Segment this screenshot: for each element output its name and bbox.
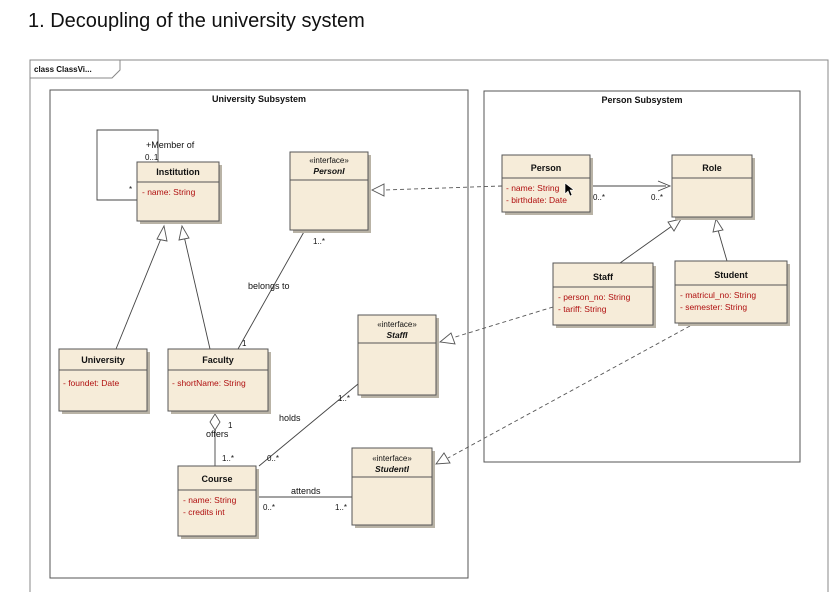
personi-name: PersonI bbox=[313, 166, 345, 176]
class-student[interactable]: Student - matricul_no: String - semester… bbox=[674, 260, 790, 326]
member-of-multiplicity: 0..1 bbox=[145, 153, 159, 162]
class-faculty[interactable]: Faculty - shortName: String bbox=[167, 348, 271, 414]
institution-name: Institution bbox=[156, 167, 200, 177]
role-name: Role bbox=[702, 163, 722, 173]
member-of-star: * bbox=[129, 185, 132, 194]
faculty-name: Faculty bbox=[202, 355, 234, 365]
frame-label: class ClassVi... bbox=[34, 65, 92, 74]
student-attr-matricul: - matricul_no: String bbox=[680, 290, 756, 300]
attends-association: attends 0..* 1..* bbox=[259, 486, 352, 512]
belongs-to-mult-top: 1..* bbox=[313, 237, 325, 246]
class-course[interactable]: Course - name: String - credits int bbox=[177, 465, 259, 539]
attends-label: attends bbox=[291, 486, 321, 496]
offers-mult-course: 1..* bbox=[222, 454, 234, 463]
student-name: Student bbox=[714, 270, 748, 280]
belongs-to-label: belongs to bbox=[248, 281, 290, 291]
student-realization bbox=[435, 325, 691, 465]
university-attr: - foundet: Date bbox=[63, 378, 120, 388]
student-attr-semester: - semester: String bbox=[680, 302, 747, 312]
mouse-cursor-icon bbox=[564, 182, 575, 197]
university-generalization bbox=[115, 224, 168, 350]
staffi-stereotype: «interface» bbox=[377, 320, 417, 329]
student-generalization bbox=[712, 217, 728, 262]
interface-staffi[interactable]: «interface» StaffI bbox=[357, 314, 439, 398]
staff-name: Staff bbox=[593, 272, 614, 282]
person-subsystem-package: Person Subsystem bbox=[483, 90, 801, 463]
staff-attr-tariff: - tariff: String bbox=[558, 304, 607, 314]
personi-stereotype: «interface» bbox=[309, 156, 349, 165]
studenti-name: StudentI bbox=[375, 464, 410, 474]
institution-attr: - name: String bbox=[142, 187, 196, 197]
class-role[interactable]: Role bbox=[671, 154, 755, 220]
course-attr-credits: - credits int bbox=[183, 507, 225, 517]
belongs-to-mult-bottom: 1 bbox=[242, 339, 247, 348]
interface-studenti[interactable]: «interface» StudentI bbox=[351, 447, 435, 528]
person-attr-name: - name: String bbox=[506, 183, 560, 193]
offers-mult-faculty: 1 bbox=[228, 421, 233, 430]
belongs-to-association: 1..* belongs to 1 bbox=[237, 229, 325, 350]
person-name: Person bbox=[531, 163, 562, 173]
person-subsystem-title: Person Subsystem bbox=[601, 95, 682, 105]
staff-generalization bbox=[619, 218, 682, 264]
offers-aggregation: 1 offers 1..* bbox=[206, 413, 234, 466]
class-institution[interactable]: Institution - name: String bbox=[136, 161, 222, 224]
class-staff[interactable]: Staff - person_no: String - tariff: Stri… bbox=[552, 262, 656, 328]
class-person[interactable]: Person - name: String - birthdate: Date bbox=[501, 154, 593, 215]
university-name: University bbox=[81, 355, 125, 365]
holds-mult-staff: 1..* bbox=[338, 394, 350, 403]
diagram-frame: class ClassVi... bbox=[29, 59, 829, 592]
class-university[interactable]: University - foundet: Date bbox=[58, 348, 150, 414]
member-of-label: +Member of bbox=[146, 140, 195, 150]
page-heading: 1. Decoupling of the university system bbox=[28, 10, 365, 32]
attends-mult-student: 1..* bbox=[335, 503, 347, 512]
university-subsystem-title: University Subsystem bbox=[212, 94, 306, 104]
faculty-generalization bbox=[178, 224, 211, 350]
course-name: Course bbox=[201, 474, 232, 484]
attends-mult-course: 0..* bbox=[263, 503, 275, 512]
faculty-attr: - shortName: String bbox=[172, 378, 246, 388]
course-attr-name: - name: String bbox=[183, 495, 237, 505]
university-subsystem-package: University Subsystem bbox=[49, 89, 469, 579]
person-role-mult-left: 0..* bbox=[593, 193, 605, 202]
person-role-mult-right: 0..* bbox=[651, 193, 663, 202]
interface-personi[interactable]: «interface» PersonI bbox=[289, 151, 371, 233]
studenti-stereotype: «interface» bbox=[372, 454, 412, 463]
person-attr-birthdate: - birthdate: Date bbox=[506, 195, 567, 205]
member-of-association: +Member of 0..1 * bbox=[96, 129, 195, 201]
holds-association: holds 1..* 0..* bbox=[258, 383, 359, 467]
offers-label: offers bbox=[206, 429, 229, 439]
staff-attr-person-no: - person_no: String bbox=[558, 292, 631, 302]
staffi-name: StaffI bbox=[386, 330, 408, 340]
staff-realization bbox=[438, 306, 554, 345]
holds-label: holds bbox=[279, 413, 301, 423]
person-role-association: 0..* 0..* bbox=[592, 180, 672, 202]
holds-mult-course: 0..* bbox=[267, 454, 279, 463]
person-realization bbox=[370, 183, 503, 197]
